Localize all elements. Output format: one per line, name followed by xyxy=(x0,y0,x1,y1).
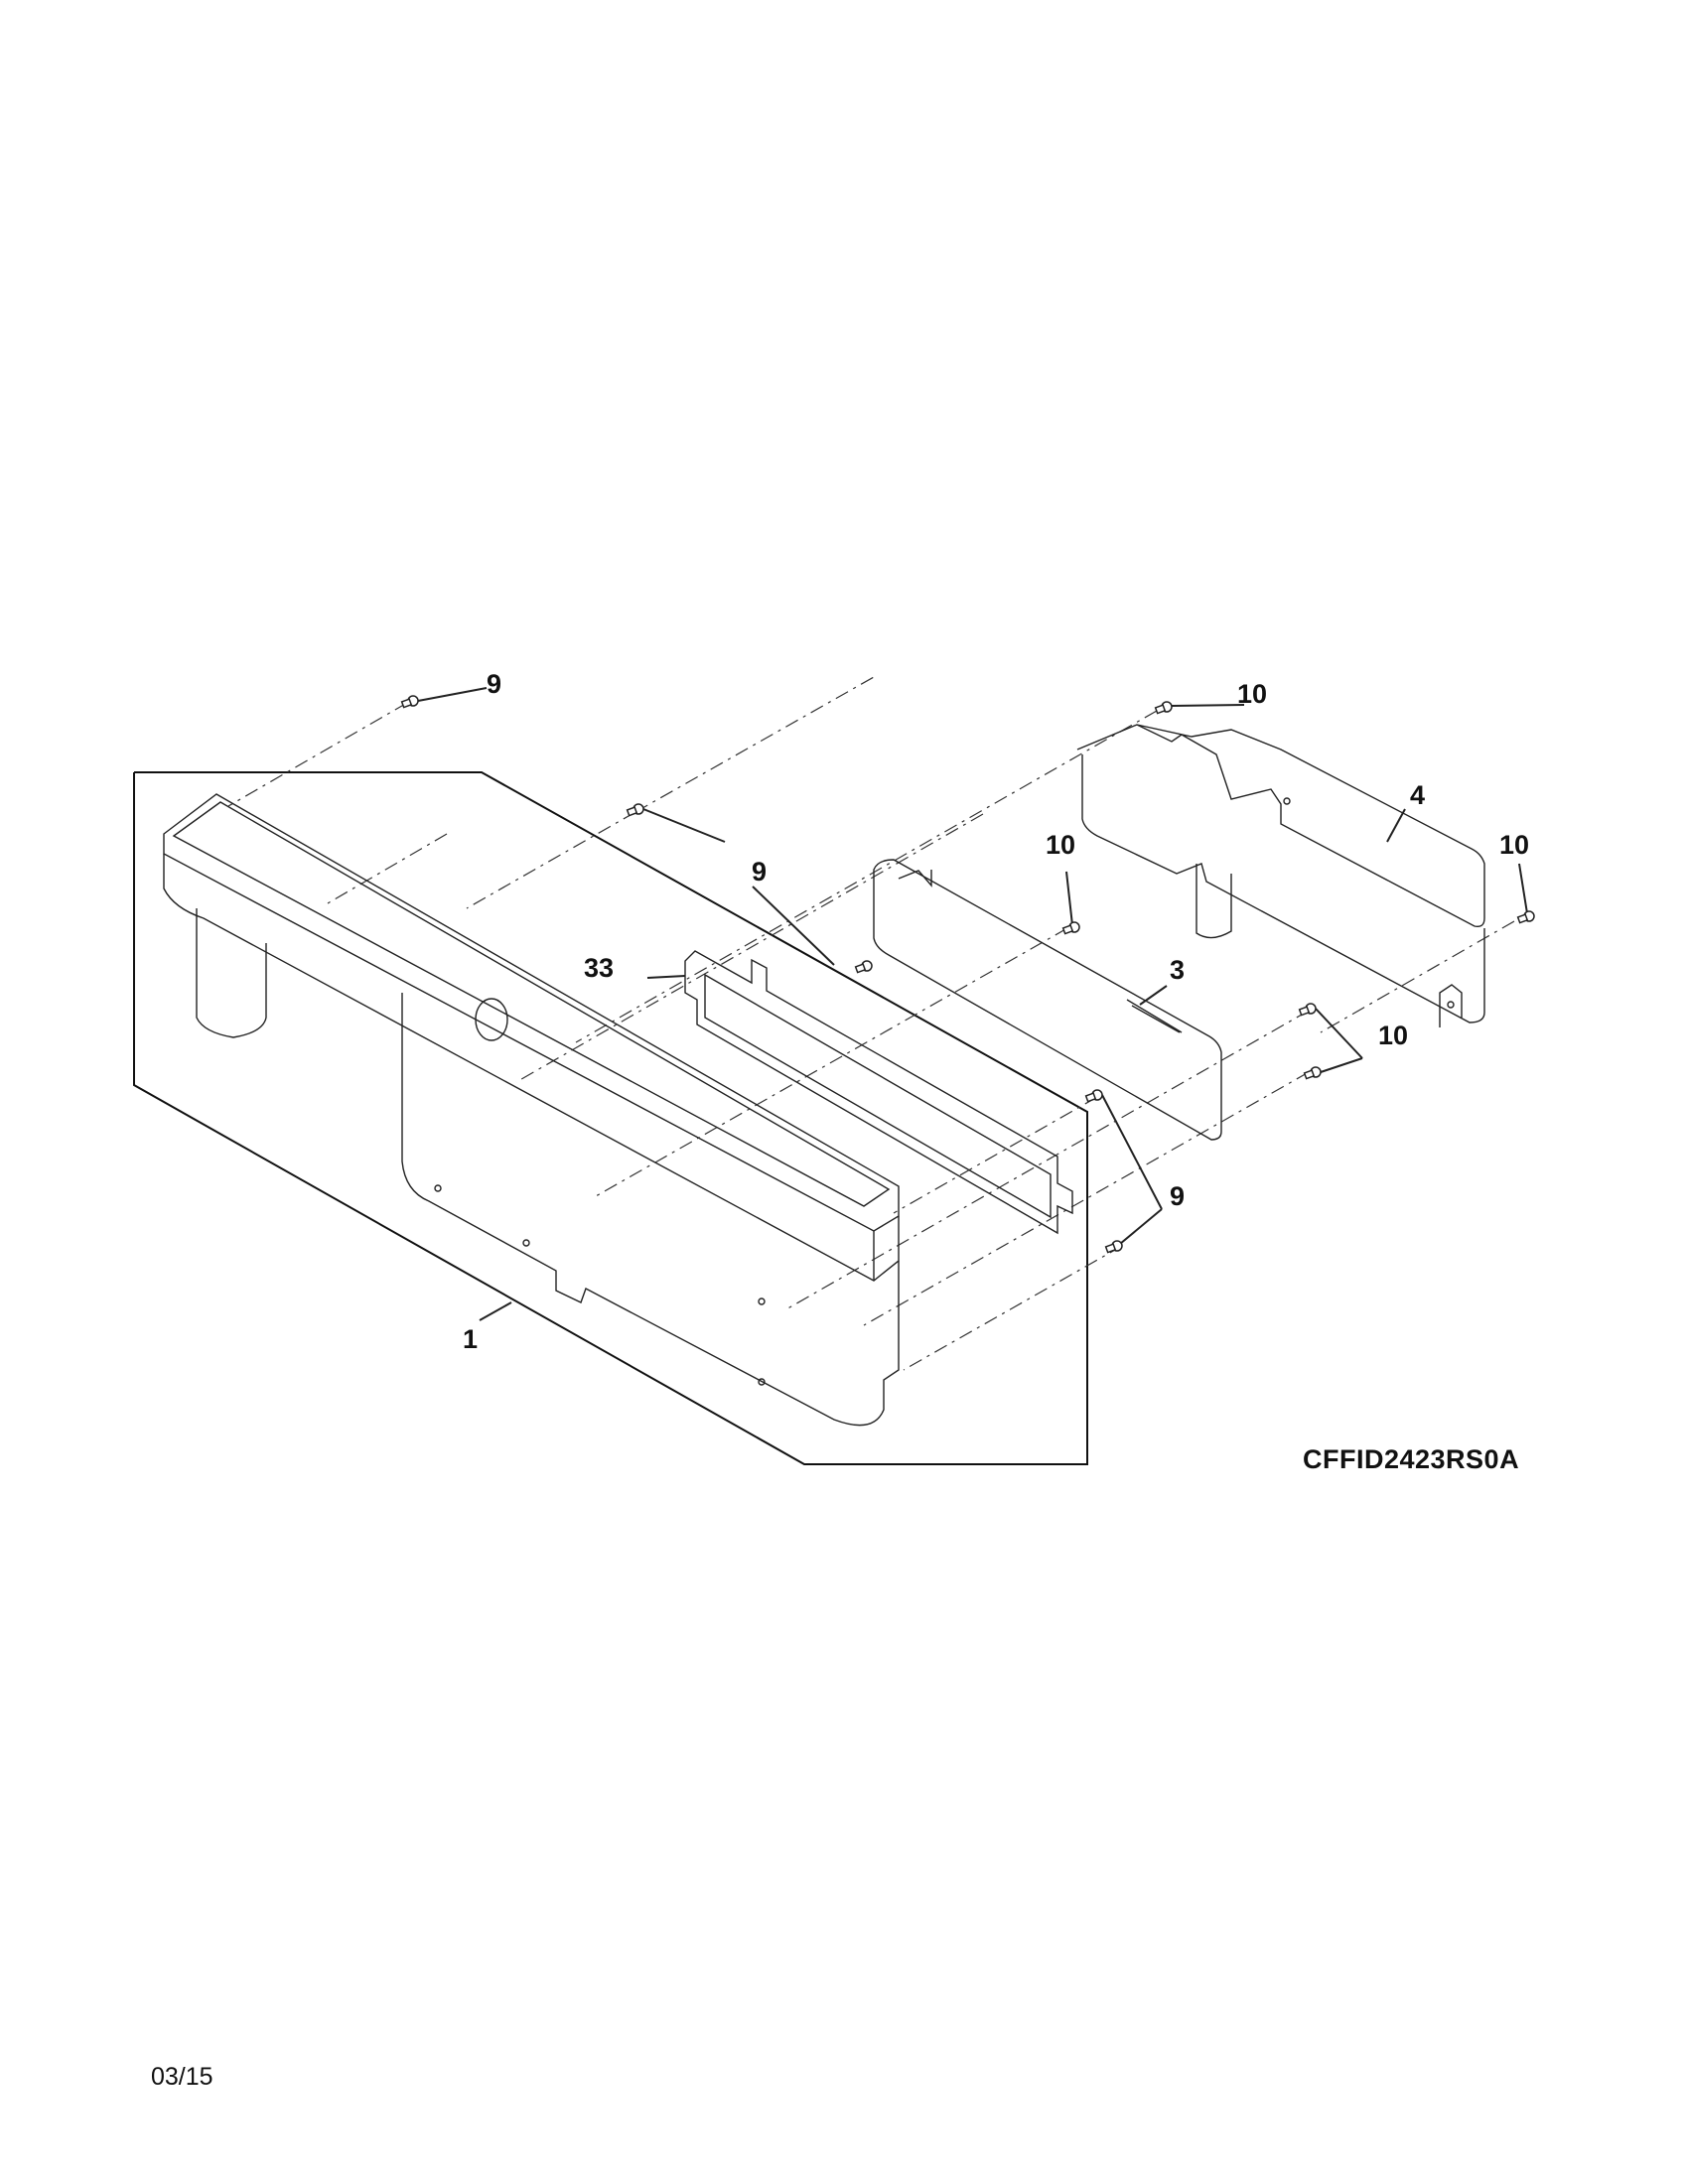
callout-3: 3 xyxy=(1170,955,1186,985)
assembly-frame-part-1 xyxy=(133,771,1088,1465)
callout-9-top: 9 xyxy=(487,669,502,699)
callout-10-top: 10 xyxy=(1237,679,1268,709)
screw-icons xyxy=(400,695,1535,1254)
part-1-control-panel xyxy=(163,793,900,1427)
screw-icon xyxy=(626,803,644,817)
screw-icon xyxy=(1516,910,1535,924)
callout-33: 33 xyxy=(584,953,615,983)
part-33-gasket xyxy=(684,950,1073,1235)
screw-icon xyxy=(1061,921,1080,935)
part-4-housing xyxy=(1076,724,1485,1027)
leader-lines xyxy=(417,687,1528,1321)
screw-icon xyxy=(1154,701,1173,715)
callout-10-mid: 10 xyxy=(1046,830,1076,860)
screw-icon xyxy=(1303,1066,1322,1080)
callout-4: 4 xyxy=(1410,780,1426,810)
callout-1: 1 xyxy=(463,1324,479,1354)
callout-9-lower: 9 xyxy=(1170,1181,1186,1211)
part-3-control-board xyxy=(873,859,1222,1141)
callout-10-right: 10 xyxy=(1499,830,1530,860)
page-date: 03/15 xyxy=(151,2063,213,2091)
alignment-lines xyxy=(227,676,1515,1371)
screw-icon xyxy=(854,960,873,974)
screw-icon xyxy=(1298,1003,1317,1017)
model-code: CFFID2423RS0A xyxy=(1303,1444,1520,1474)
callout-9-mid: 9 xyxy=(752,857,768,887)
screw-icon xyxy=(400,695,419,709)
screw-icon xyxy=(1104,1240,1123,1254)
callout-10-lower: 10 xyxy=(1378,1021,1409,1050)
screw-icon xyxy=(1084,1089,1103,1103)
